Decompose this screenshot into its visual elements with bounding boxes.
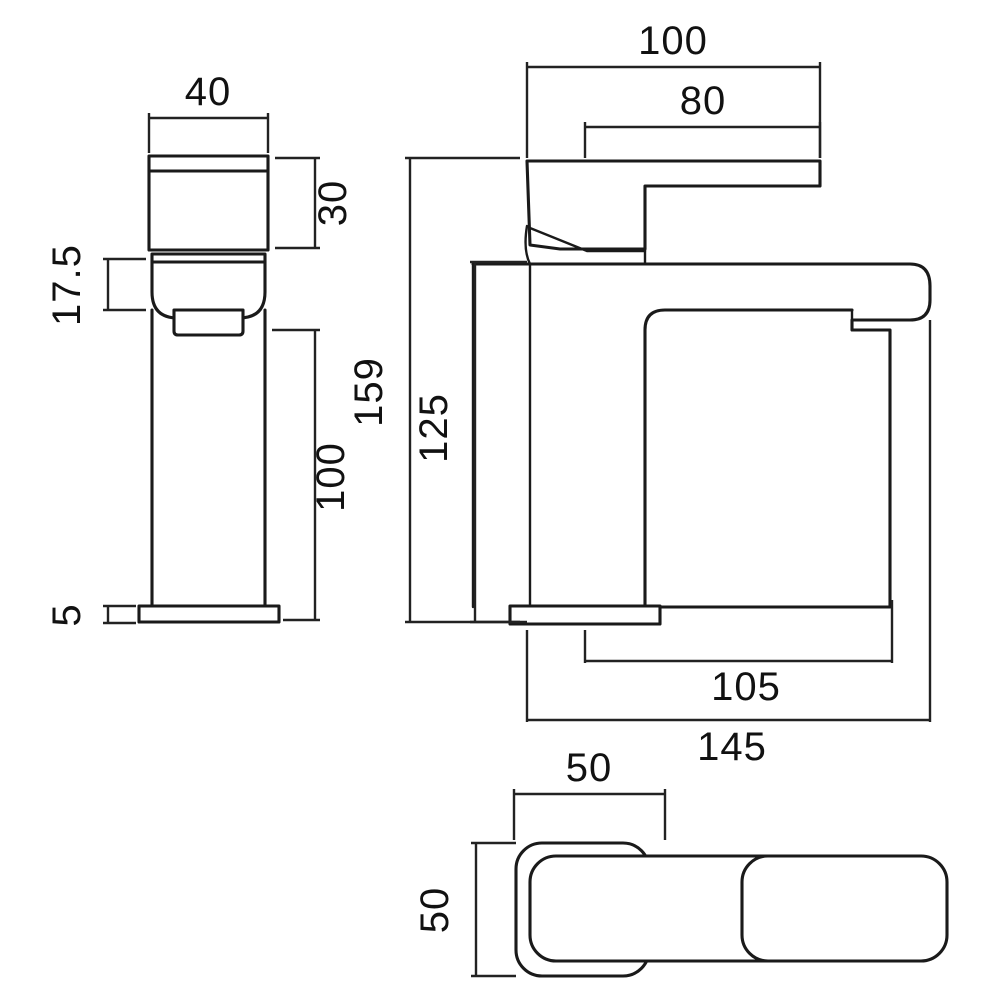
front-base-plate [508,604,662,626]
dim-plan-50-width: 50 [512,746,667,840]
front-lever-handle [525,159,822,251]
dim-100-top: 100 [525,19,822,158]
dim-5: 5 [45,603,136,627]
dim-100-left-view: 100 [272,328,353,622]
dim-159: 159 [347,156,520,624]
dim-label-17-5: 17.5 [45,244,89,326]
front-elevation-view: 100 80 159 125 105 [347,19,932,769]
side-handle-body [147,169,270,252]
dim-label-105: 105 [711,665,781,709]
side-elevation-view: 40 30 17.5 100 5 [45,70,355,627]
dim-label-125: 125 [412,393,456,463]
dim-105: 105 [583,600,894,709]
side-body-column [150,308,267,609]
dim-label-100-top: 100 [638,19,708,63]
front-lever-taper [528,226,647,253]
dim-40: 40 [147,70,270,153]
dim-label-100-left: 100 [309,442,353,512]
front-lever-underside [524,224,532,266]
dim-plan-50-height: 50 [413,841,516,978]
dim-label-80-top: 80 [680,79,727,123]
side-handle-cap [147,154,270,173]
dim-125: 125 [412,260,527,624]
plan-view: 50 50 [413,746,949,978]
dim-30: 30 [275,156,355,250]
dim-80-top: 80 [583,79,822,158]
side-spout-lip [172,308,245,337]
dim-145: 145 [525,320,932,769]
dim-label-plan-50-height: 50 [413,887,457,934]
dim-label-plan-50-width: 50 [566,746,613,790]
dim-label-40: 40 [185,70,232,114]
front-spout-tip [850,308,892,609]
dim-label-5: 5 [45,603,89,626]
front-body-silhouette [471,262,932,609]
plan-spout-extension [740,854,949,963]
side-base-plate [137,604,281,624]
dim-label-30: 30 [311,180,355,227]
dim-17-5: 17.5 [45,244,146,326]
dim-label-159: 159 [347,357,391,427]
dim-label-145: 145 [697,725,767,769]
